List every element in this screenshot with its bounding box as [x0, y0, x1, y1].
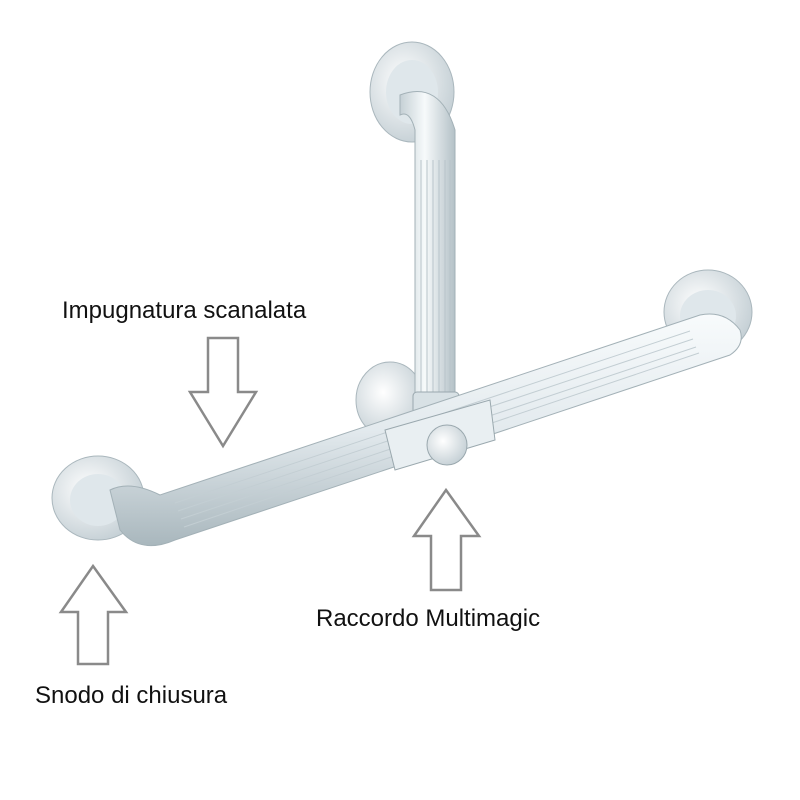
arrow-up-icon [411, 487, 482, 592]
multimagic-connector [384, 399, 496, 471]
label-end-joint: Snodo di chiusura [35, 682, 228, 709]
label-grip: Impugnatura scanalata [62, 297, 307, 324]
label-connector: Raccordo Multimagic [316, 605, 541, 632]
arrow-up-icon [58, 563, 129, 666]
arrow-down-icon [187, 336, 259, 449]
